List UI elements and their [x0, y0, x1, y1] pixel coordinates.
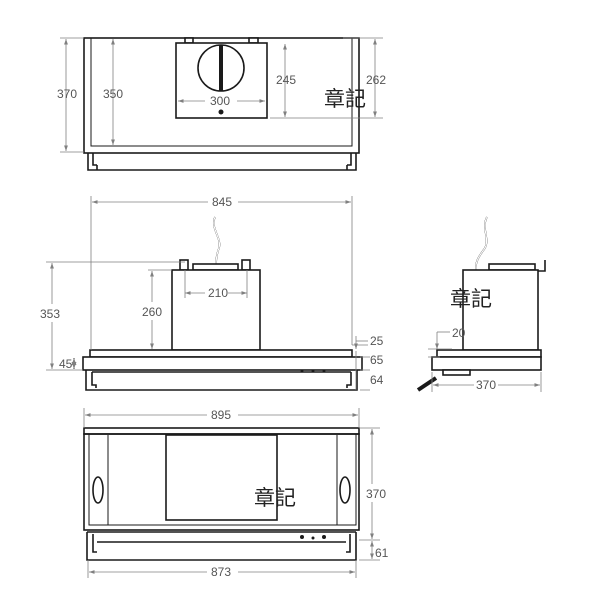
dim-bottom-370: 370	[366, 487, 386, 501]
side-filter-strip	[442, 369, 471, 376]
bolt-icon	[179, 259, 189, 271]
watermark: 章記	[324, 87, 366, 111]
dim-bottom-61: 61	[375, 546, 389, 560]
left-grip-icon	[92, 476, 104, 504]
side-handle	[416, 376, 438, 392]
top-outer-frame	[83, 37, 360, 154]
dim-bottom-895: 895	[211, 408, 231, 422]
dim-front-845: 845	[212, 195, 232, 209]
dim-top-245: 245	[276, 73, 296, 87]
bottom-body	[83, 433, 360, 531]
right-grip-icon	[339, 476, 351, 504]
top-inner-frame	[90, 38, 353, 147]
dim-front-65: 65	[370, 353, 384, 367]
side-view: 20 370 章記	[416, 216, 546, 392]
front-motor-housing	[171, 269, 261, 351]
dim-top-370: 370	[57, 87, 77, 101]
dim-front-64: 64	[370, 373, 384, 387]
control-button-icon	[311, 536, 315, 540]
bottom-filter-panel	[165, 434, 278, 521]
dim-front-45: 45	[59, 357, 73, 371]
dim-front-353: 353	[40, 307, 60, 321]
dim-front-25: 25	[370, 334, 384, 348]
bolt-icon	[241, 259, 251, 271]
dim-top-300: 300	[210, 94, 230, 108]
front-view: 845 353 260 210 45 25 65 64	[40, 195, 384, 391]
dim-top-350: 350	[103, 87, 123, 101]
power-cable	[475, 216, 488, 271]
dim-front-210: 210	[208, 286, 228, 300]
dim-top-262: 262	[366, 73, 386, 87]
dim-front-260: 260	[142, 305, 162, 319]
top-channel	[87, 153, 357, 171]
control-knob-icon	[322, 535, 326, 539]
dim-bottom-873: 873	[211, 565, 231, 579]
dim-side-370: 370	[476, 378, 496, 392]
side-motor-housing	[462, 269, 539, 351]
top-view: 370 350 245 262 300 章記	[57, 37, 386, 171]
control-knob-icon	[300, 535, 304, 539]
dim-side-20: 20	[452, 326, 466, 340]
watermark: 章記	[254, 486, 296, 510]
watermark: 章記	[450, 287, 492, 311]
bottom-view: 895 370 61 873 章記	[83, 408, 389, 579]
